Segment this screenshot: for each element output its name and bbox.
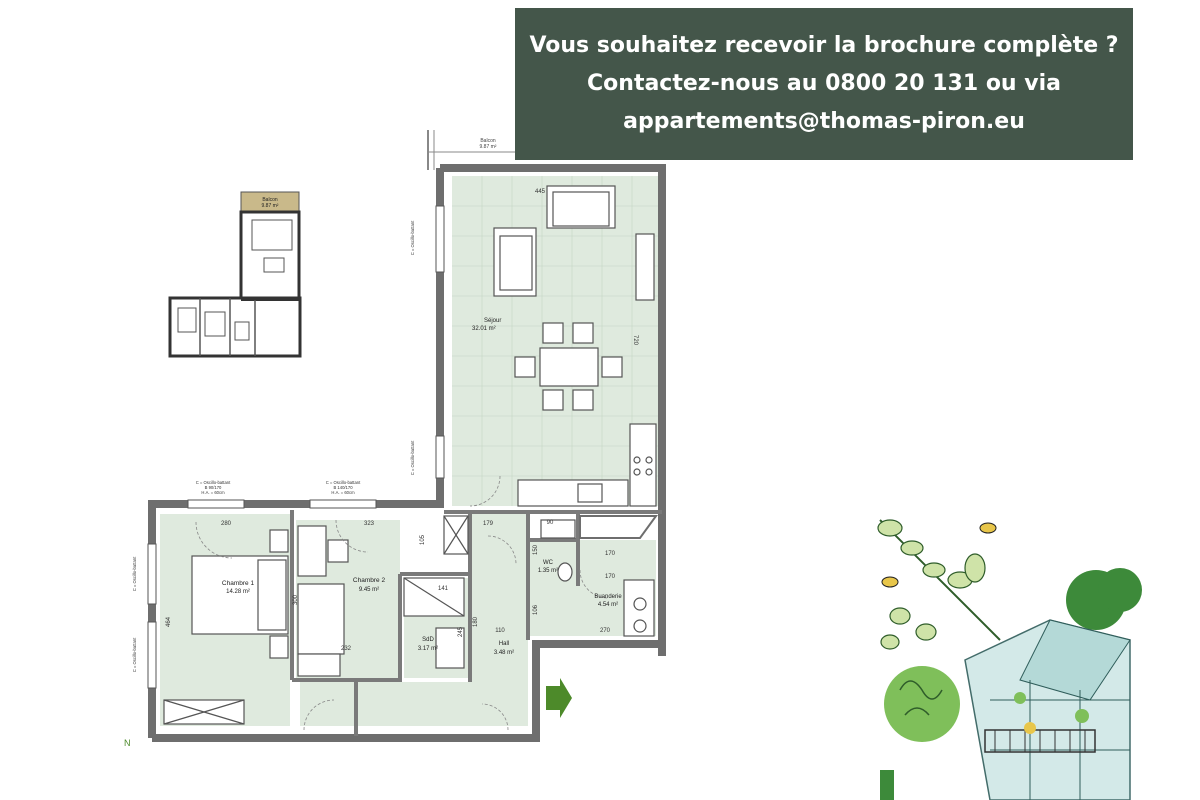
window-note-1-b: B 90/170: [205, 485, 222, 490]
dim-445: 445: [535, 189, 546, 195]
window-note-2-a: C = Oscillo-battant: [326, 480, 361, 485]
banner-line-2: Contactez-nous au 0800 20 131 ou via: [587, 71, 1061, 96]
dim-323: 323: [364, 521, 375, 527]
vanity: [435, 627, 465, 669]
dim-141: 141: [438, 586, 449, 592]
dim-179: 179: [483, 521, 494, 527]
dim-464: 464: [166, 616, 172, 627]
dim-106: 106: [533, 604, 539, 615]
window-note-1-c: H.A. = 60cm: [201, 490, 225, 495]
furniture: [163, 185, 657, 725]
dim-105: 105: [420, 534, 426, 545]
dim-170a: 170: [605, 551, 616, 557]
dim-110: 110: [495, 628, 505, 634]
room-labels: Séjour 32.01 m² Chambre 1 14.28 m² Chamb…: [222, 318, 622, 656]
room-area-chambre-1: 14.28 m²: [226, 589, 250, 595]
dim-150: 150: [533, 544, 539, 555]
bed-chambre-2: [297, 583, 345, 655]
room-area-wc: 1.35 m²: [538, 568, 558, 574]
sofa: [546, 185, 616, 229]
room-area-chambre-2: 9.45 m²: [359, 587, 379, 593]
window-annotations: C = Oscillo-battant B 90/170 H.A. = 60cm…: [132, 220, 415, 672]
room-label-wc: WC: [543, 560, 554, 566]
dim-300: 300: [293, 594, 299, 605]
bed-chambre-1: [191, 555, 289, 635]
door-swings: [195, 475, 609, 731]
dim-720: 720: [632, 335, 638, 346]
room-area-sejour: 32.01 m²: [472, 326, 496, 332]
room-area-hall: 3.48 m²: [494, 650, 514, 656]
room-label-sdd: SdD: [422, 637, 434, 643]
kitchen-counter: [629, 423, 657, 507]
room-label-chambre-2: Chambre 2: [353, 577, 386, 584]
window-note-6: C = Oscillo-battant: [410, 440, 415, 475]
dim-232: 232: [341, 646, 352, 652]
interior-walls: [290, 510, 662, 736]
key-plan-balcon-area: 9.87 m²: [262, 203, 279, 209]
banner-line-3: appartements@thomas-piron.eu: [623, 109, 1025, 134]
entrance-arrow: [546, 678, 572, 718]
room-area-sdd: 3.17 m²: [418, 646, 438, 652]
room-area-buanderie: 4.54 m²: [598, 602, 618, 608]
window-note-2-b: B 140/170: [333, 485, 353, 490]
dim-245: 245: [458, 626, 464, 637]
room-label-chambre-1: Chambre 1: [222, 580, 255, 587]
window-note-1-a: C = Oscillo-battant: [196, 480, 231, 485]
window-note-4: C = Oscillo-battant: [132, 637, 137, 672]
dim-270: 270: [600, 628, 611, 634]
room-label-hall: Hall: [499, 641, 509, 647]
top-balcony-area: 9.87 m²: [480, 144, 497, 150]
window-note-2-c: H.A. = 60cm: [331, 490, 355, 495]
dim-90: 90: [547, 520, 554, 526]
kitchen-counter-hatch: [579, 515, 658, 539]
dim-180: 180: [473, 616, 479, 627]
north-marker: N: [124, 738, 131, 748]
window-note-5: C = Oscillo-battant: [410, 220, 415, 255]
dimension-labels: 445 720 280 323 179 170 170 270 141 232 …: [166, 189, 638, 652]
key-plan: Balcon 9.87 m²: [168, 191, 302, 358]
top-balcony-label: Balcon: [480, 138, 496, 144]
top-balcony: Balcon 9.87 m²: [427, 130, 515, 170]
key-plan-balcon-label: Balcon: [262, 197, 278, 203]
decorative-illustration: [877, 519, 1142, 800]
armchair: [493, 227, 537, 297]
contact-banner: Vous souhaitez recevoir la brochure comp…: [515, 8, 1133, 160]
dim-170b: 170: [605, 574, 616, 580]
room-label-sejour: Séjour: [484, 318, 501, 324]
window-note-3: C = Oscillo-battant: [132, 556, 137, 591]
window-marks: [147, 205, 445, 689]
room-label-buanderie: Buanderie: [594, 594, 622, 600]
banner-line-1: Vous souhaitez recevoir la brochure comp…: [529, 33, 1119, 58]
dim-280: 280: [221, 521, 232, 527]
toilet: [557, 562, 573, 582]
dining-table: [539, 347, 599, 387]
